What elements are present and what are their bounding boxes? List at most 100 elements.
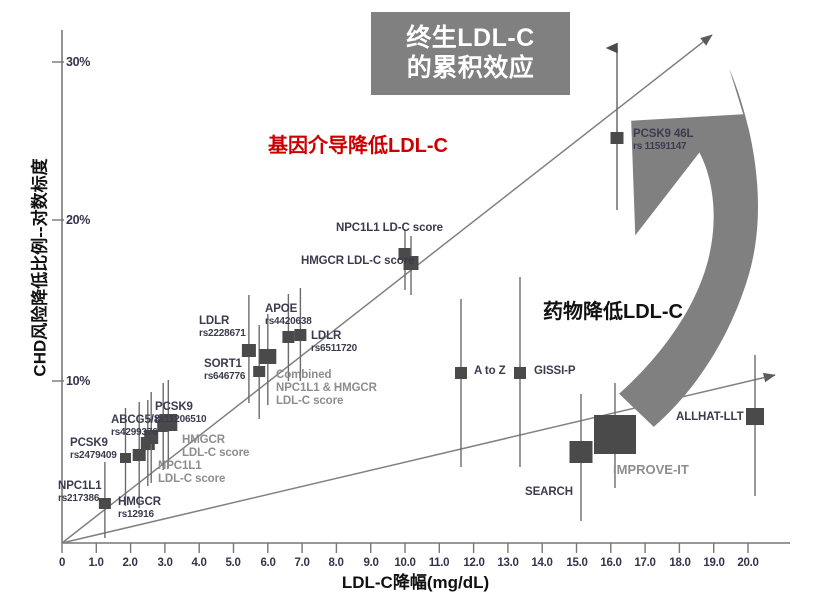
marker-sort1-rs646776 [253, 366, 266, 377]
genetic-lowering-heading: 基因介导降低LDL-C [268, 135, 448, 157]
marker-pcsk9-rs2479409 [120, 453, 131, 463]
x-tick-2: 2.0 [122, 557, 138, 569]
x-tick-14: 14.0 [531, 557, 553, 569]
x-tick-4: 4.0 [191, 557, 207, 569]
label-apoe-rs4420638-name: APOE [265, 303, 298, 315]
label-pcsk9-rs11206510: PCSK9 rs11206510 [155, 401, 207, 425]
label-ldlr-rs6511720-name: LDLR [311, 330, 342, 342]
label-ldlr-rs2228671-rs: rs2228671 [199, 327, 246, 339]
label-ldlr-rs6511720: LDLR rs6511720 [311, 330, 357, 354]
label-gissi-p: GISSI-P [534, 365, 576, 377]
marker-ldlr-rs2228671 [241, 344, 256, 357]
x-tick-12: 12.0 [463, 557, 485, 569]
label-improve-it: IMPROVE-IT [613, 462, 689, 477]
label-npc1l1-ldlc-score-l1: NPC1L1 [158, 460, 202, 472]
label-ldlr-rs2228671: LDLR rs2228671 [199, 315, 246, 339]
label-hmgcr-ldlc-score-l2: LDL-C score [182, 446, 250, 459]
label-hmgcr-rs12916-rs: rs12916 [118, 508, 154, 520]
marker-a-to-z [455, 367, 467, 379]
label-allhat-llt: ALLHAT-LLT [676, 411, 744, 423]
x-tick-5: 5.0 [225, 557, 241, 569]
marker-hmgcr-ldlc-score-top [403, 256, 419, 270]
x-tick-0: 0 [58, 557, 66, 569]
genetic-trend-line [61, 34, 713, 544]
x-tick-17: 17.0 [634, 557, 656, 569]
label-abcg58-rs4299376-rs: rs4299376 [111, 426, 158, 438]
y-axis-title: CHD风险降低比例--对数标度 [30, 158, 50, 377]
label-search: SEARCH [525, 486, 573, 498]
label-pcsk9-46l-rs: rs 11591147 [633, 140, 687, 152]
label-npc1l1-ldc-score-top: NPC1L1 LD-C score [336, 222, 443, 235]
x-tick-9: 9.0 [363, 557, 379, 569]
label-hmgcr-ldlc-score-top-l1: HMGCR [301, 255, 344, 267]
label-ldlr-rs6511720-rs: rs6511720 [311, 342, 358, 354]
label-a-to-z: A to Z [474, 365, 506, 377]
curved-callout-arrow [619, 68, 758, 427]
label-npc1l1-rs217386-name: NPC1L1 [58, 480, 102, 492]
label-sort1-rs646776: SORT1 rs646776 [204, 358, 245, 382]
marker-npc1l1-rs217386 [98, 498, 111, 509]
x-tick-6: 6.0 [260, 557, 276, 569]
label-sort1-rs646776-rs: rs646776 [204, 370, 246, 382]
label-combined-score-l1: Combined [276, 369, 332, 381]
x-axis-ticks [61, 543, 749, 553]
marker-abcg58-rs4299376 [132, 449, 146, 461]
axis-lines [61, 30, 790, 544]
marker-hmgcr-ldlc-score [159, 414, 178, 431]
marker-ldlr-rs6511720 [294, 329, 307, 341]
genetic-points [98, 42, 624, 538]
marker-combined-score [259, 349, 277, 364]
label-hmgcr-ldlc-score-l1: HMGCR [182, 434, 225, 446]
y-tick-20: 20% [66, 213, 91, 227]
x-tick-10: 10.0 [394, 557, 416, 569]
label-ldlr-rs2228671-name: LDLR [199, 315, 230, 327]
label-pcsk9-rs11206510-name: PCSK9 [155, 401, 193, 413]
x-tick-15: 15.0 [566, 557, 588, 569]
label-apoe-rs4420638: APOE rs4420638 [265, 303, 312, 327]
label-sort1-rs646776-name: SORT1 [204, 358, 242, 370]
x-tick-8: 8.0 [328, 557, 344, 569]
label-combined-score-l3: LDL-C score [276, 394, 344, 407]
marker-pcsk9-46l [610, 132, 624, 144]
x-tick-19: 19.0 [703, 557, 725, 569]
label-abcg58-rs4299376-name: ABCG5/8 [111, 414, 161, 426]
y-axis-ticks [52, 61, 64, 382]
x-tick-20: 20.0 [737, 557, 759, 569]
x-tick-11: 11.0 [428, 557, 450, 569]
title-box-line2: 的累积效应 [406, 53, 535, 82]
drug-lowering-heading: 药物降低LDL-C [543, 301, 683, 323]
drug-trial-points [455, 277, 764, 521]
label-hmgcr-rs12916: HMGCR rs12916 [118, 496, 161, 520]
label-combined-score-l2: NPC1L1 & HMGCR [276, 381, 377, 394]
label-pcsk9-46l-name: PCSK9 46L [633, 128, 694, 140]
label-hmgcr-ldlc-score-top: HMGCR LDL-C score [301, 255, 414, 268]
label-hmgcr-ldlc-score: HMGCR LDL-C score [182, 434, 249, 460]
label-npc1l1-rs217386-rs: rs217386 [58, 492, 100, 504]
marker-npc1l1-ldlc-score [144, 430, 159, 444]
label-apoe-rs4420638-rs: rs4420638 [265, 315, 312, 327]
x-tick-7: 7.0 [294, 557, 310, 569]
x-tick-3: 3.0 [157, 557, 173, 569]
label-hmgcr-rs12916-name: HMGCR [118, 496, 161, 508]
label-npc1l1-rs217386: NPC1L1 rs217386 [58, 480, 102, 504]
x-tick-1: 1.0 [88, 557, 104, 569]
x-tick-13: 13.0 [497, 557, 519, 569]
x-tick-16: 16.0 [600, 557, 622, 569]
label-hmgcr-ldlc-score-top-l2: LDL-C score [347, 255, 415, 267]
x-tick-18: 18.0 [669, 557, 691, 569]
label-npc1l1-ldc-score-top-l2: LD-C score [382, 222, 443, 234]
label-npc1l1-ldc-score-top-l1: NPC1L1 [336, 222, 380, 234]
lifetime-ldlc-title-box: 终生LDL-C 的累积效应 [371, 12, 570, 95]
title-box-line1: 终生LDL-C [406, 24, 535, 52]
y-tick-10: 10% [66, 374, 91, 388]
marker-allhat-llt [746, 408, 764, 425]
marker-search [569, 441, 593, 463]
label-pcsk9-rs2479409-rs: rs2479409 [70, 449, 117, 461]
label-pcsk9-rs2479409-name: PCSK9 [70, 437, 108, 449]
label-pcsk9-rs11206510-rs: rs11206510 [155, 413, 207, 425]
label-pcsk9-rs2479409: PCSK9 rs2479409 [70, 437, 117, 461]
label-pcsk9-46l: PCSK9 46L rs 11591147 [633, 128, 694, 152]
marker-gissi-p [514, 367, 526, 379]
y-tick-30: 30% [66, 55, 91, 69]
